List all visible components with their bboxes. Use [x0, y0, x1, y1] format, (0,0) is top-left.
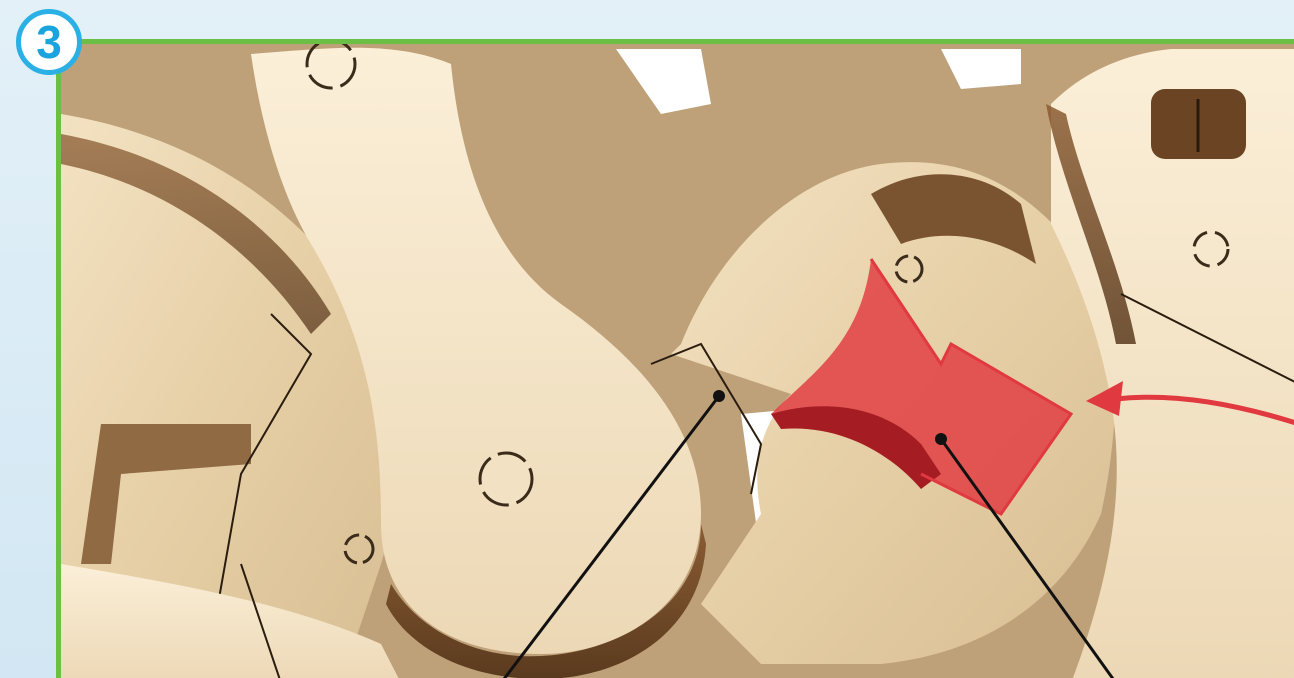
assembly-photo [56, 39, 1294, 678]
peg-hole-center [480, 453, 532, 505]
step-number-badge: 3 [16, 9, 82, 75]
wooden-mechanism-illustration [61, 44, 1294, 678]
step-number: 3 [36, 19, 62, 65]
